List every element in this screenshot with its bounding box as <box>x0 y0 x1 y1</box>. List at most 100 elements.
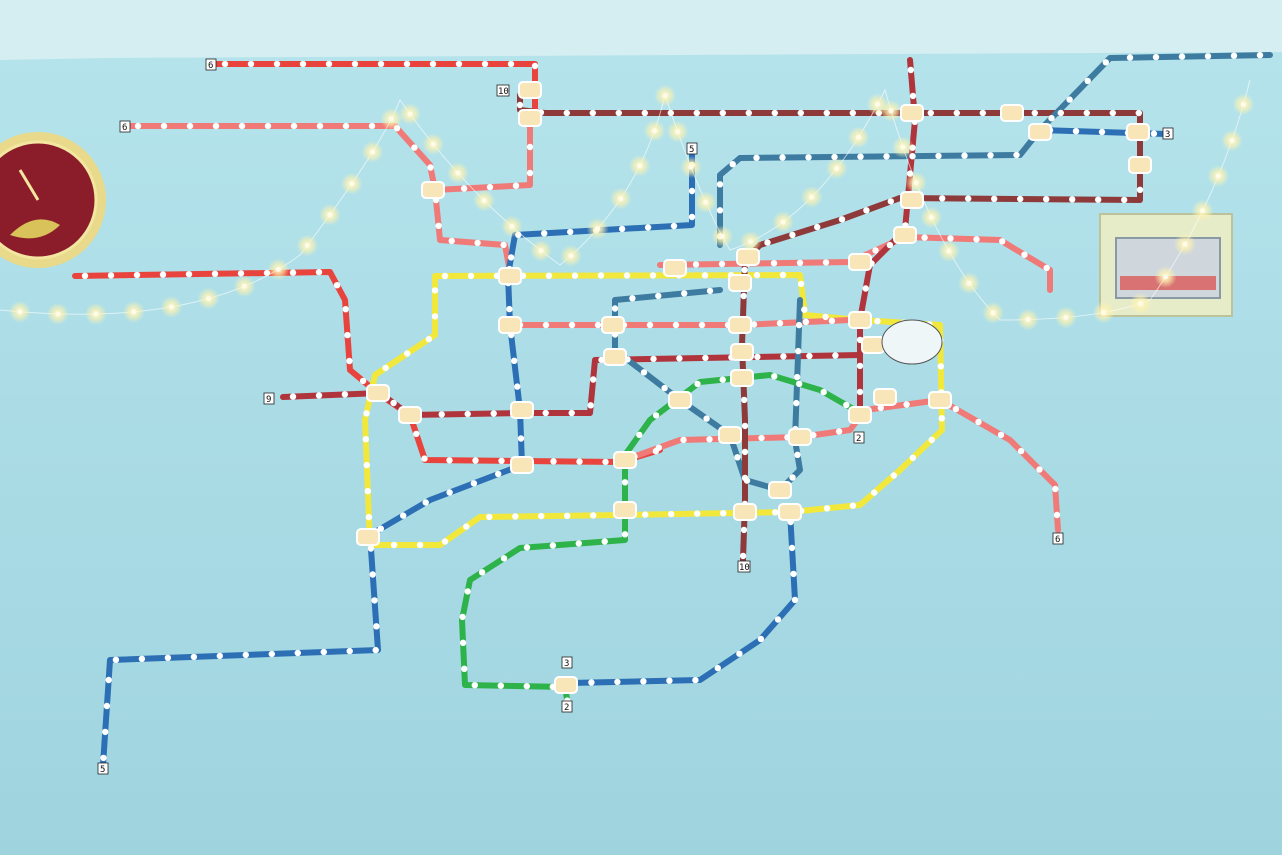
station-bead <box>512 513 519 520</box>
line-tag: 3 <box>561 656 573 669</box>
station-bead <box>681 290 688 297</box>
station-bead <box>575 540 582 547</box>
station-bead <box>541 230 548 237</box>
station-bead <box>160 122 168 130</box>
station-bead <box>753 154 760 161</box>
station-bead <box>363 410 370 417</box>
station-bead <box>779 154 786 161</box>
line-tag: 9 <box>263 392 275 405</box>
station-bead <box>1043 264 1050 272</box>
station-bead <box>621 479 629 486</box>
station-bead <box>490 410 497 417</box>
station-bead <box>531 62 539 70</box>
station-bead <box>133 271 141 279</box>
station-bead <box>909 153 916 160</box>
station-bead <box>506 305 513 313</box>
station-bead <box>655 444 662 451</box>
svg-text:3: 3 <box>1165 130 1170 140</box>
svg-text:3: 3 <box>564 659 569 669</box>
station-bead <box>1031 109 1039 117</box>
station-bead <box>589 109 596 117</box>
station-bead <box>680 436 687 444</box>
hotel-marker <box>881 319 943 365</box>
interchange-station <box>718 426 742 444</box>
station-bead <box>105 676 112 684</box>
station-bead <box>805 154 812 161</box>
interchange-station <box>510 456 534 474</box>
station-bead <box>448 237 455 245</box>
interchange-station <box>356 528 380 546</box>
station-bead <box>507 254 515 261</box>
station-bead <box>523 544 531 551</box>
station-bead <box>526 169 534 177</box>
station-bead <box>1135 109 1143 117</box>
fairy-light-bulb <box>809 194 815 200</box>
line-tag: 5 <box>686 142 698 155</box>
station-bead <box>814 223 821 231</box>
station-bead <box>856 362 864 370</box>
fairy-light-bulb <box>595 226 601 232</box>
station-bead <box>523 683 530 690</box>
station-bead <box>538 512 545 520</box>
station-bead <box>794 451 801 458</box>
line-number-tags: 6 6 10 5 3 9 2 5 3 2 10 6 <box>97 58 1174 775</box>
station-bead <box>289 269 297 276</box>
station-bead <box>587 402 594 409</box>
station-bead <box>377 60 385 68</box>
station-bead <box>421 455 428 462</box>
station-bead <box>779 271 787 279</box>
station-bead <box>692 676 699 684</box>
station-bead <box>688 213 696 221</box>
interchange-station <box>768 481 792 499</box>
station-bead <box>138 655 146 662</box>
station-bead <box>542 321 550 329</box>
fairy-light-bulb <box>509 223 515 229</box>
interchange-station <box>668 391 692 409</box>
station-bead <box>668 510 675 518</box>
station-bead <box>670 222 678 230</box>
svg-text:10: 10 <box>498 87 509 97</box>
station-bead <box>1017 195 1024 203</box>
station-bead <box>134 122 142 130</box>
station-bead <box>614 678 621 686</box>
station-bead <box>874 317 881 325</box>
fairy-light-bulb <box>834 165 840 171</box>
svg-text:6: 6 <box>208 61 213 71</box>
fairy-light-bulb <box>206 296 211 302</box>
station-bead <box>112 656 120 663</box>
station-bead <box>517 435 525 442</box>
station-bead <box>497 682 504 689</box>
station-bead <box>706 436 713 443</box>
interchange-station <box>778 503 802 521</box>
station-bead <box>1043 196 1050 203</box>
station-bead <box>720 510 727 517</box>
fairy-light-bulb <box>1215 173 1221 179</box>
interchange-station <box>554 676 578 694</box>
station-bead <box>961 152 968 159</box>
fairy-light-bulb <box>913 180 919 186</box>
station-bead <box>1102 59 1110 66</box>
station-bead <box>315 269 323 276</box>
fairy-light-bulb <box>168 304 174 310</box>
station-bead <box>644 224 652 231</box>
station-bead <box>701 272 709 279</box>
fairy-light-bulb <box>370 149 375 155</box>
station-bead <box>640 678 647 685</box>
station-bead <box>750 321 758 328</box>
station-bead <box>159 271 167 278</box>
station-bead <box>849 502 857 509</box>
station-bead <box>342 306 349 313</box>
fairy-light-bulb <box>966 280 972 286</box>
interchange-station <box>928 391 952 409</box>
station-bead <box>514 383 521 390</box>
station-bead <box>646 321 654 329</box>
station-bead <box>435 222 442 229</box>
station-bead <box>806 352 813 360</box>
station-bead <box>856 388 864 396</box>
fairy-light-bulb <box>568 253 574 259</box>
line-3-steelblue <box>717 52 1273 248</box>
station-bead <box>789 231 796 239</box>
station-bead <box>890 472 897 479</box>
station-bead <box>526 143 534 151</box>
station-bead <box>791 596 799 604</box>
